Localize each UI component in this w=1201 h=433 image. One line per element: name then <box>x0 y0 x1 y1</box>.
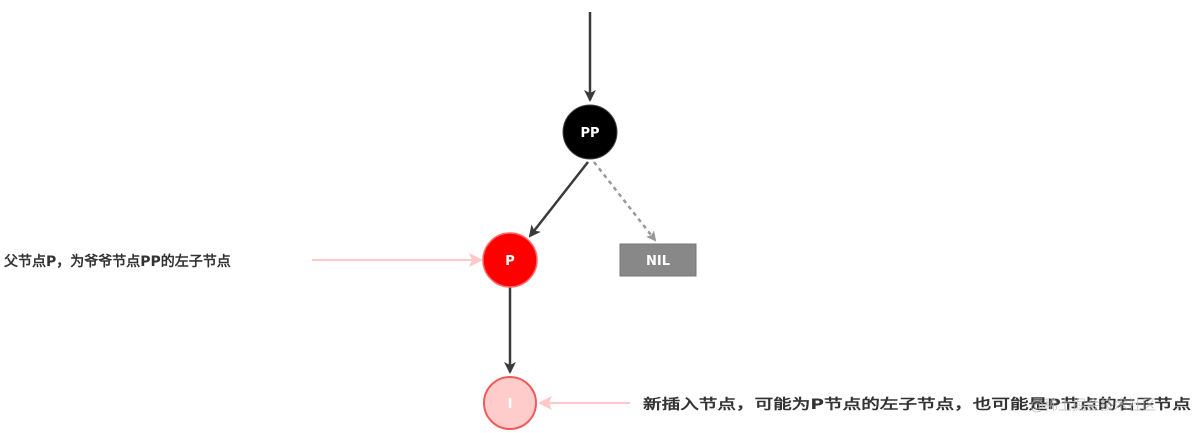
nil-node: NIL <box>619 243 697 277</box>
node-parent-label: P <box>505 254 515 269</box>
nil-node-label: NIL <box>646 254 670 269</box>
edge-pp-to-nil <box>593 161 657 242</box>
node-grandparent: PP <box>562 104 618 160</box>
node-parent: P <box>482 232 538 288</box>
parent-annotation-text: 父节点P，为爷爷节点PP的左子节点 <box>3 253 231 270</box>
edge-pp-to-p <box>528 161 589 238</box>
node-grandparent-label: PP <box>580 126 599 141</box>
watermark-text: @稀土掘金技术社区 <box>1030 398 1156 414</box>
inserted-annotation-text: 新插入节点，可能为P节点的左子节点，也可能是P节点的右子节点 <box>643 396 1191 413</box>
node-inserted: I <box>483 376 537 430</box>
node-inserted-label: I <box>508 397 513 412</box>
